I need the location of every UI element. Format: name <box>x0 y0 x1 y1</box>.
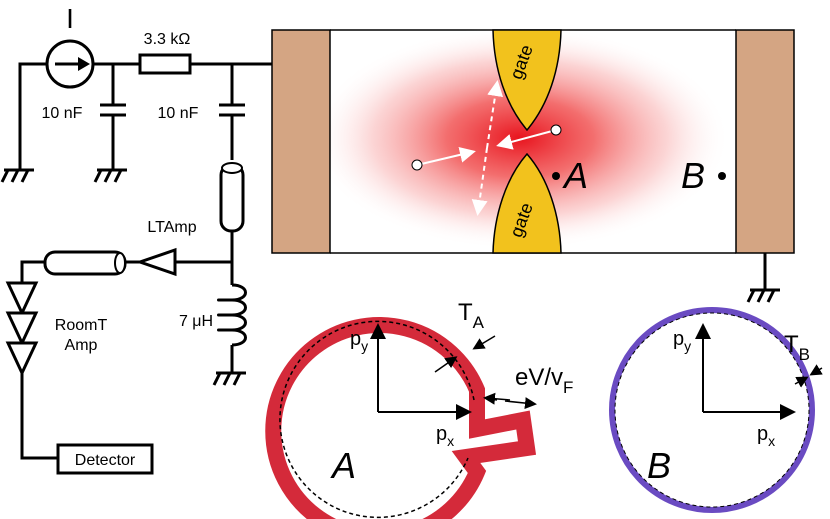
fermi-a-t: T <box>458 299 473 326</box>
fermi-a-t-sub: A <box>473 313 485 332</box>
ground-icon <box>0 168 34 183</box>
capacitor-1-label: 10 nF <box>42 105 83 122</box>
lt-amp-label: LTAmp <box>147 219 196 236</box>
fermi-b-py: p <box>673 328 684 350</box>
svg-text:eV/vF: eV/vF <box>515 364 573 397</box>
capacitor-2 <box>219 103 245 117</box>
svg-text:TB: TB <box>784 331 810 364</box>
fermi-surface-b: py px TB B <box>609 307 823 513</box>
current-label: I <box>66 3 74 34</box>
point-a-dot <box>552 172 560 180</box>
circuit: I 3.3 kΩ 10 nF <box>0 3 272 475</box>
fermi-a-ev: eV/v <box>515 364 563 391</box>
svg-text:py: py <box>673 328 691 354</box>
svg-text:px: px <box>757 423 775 449</box>
svg-text:TA: TA <box>458 299 485 332</box>
fermi-a-px: p <box>436 423 447 445</box>
top-gate <box>492 29 562 132</box>
ground-icon <box>212 371 246 386</box>
fermi-a-py-sub: y <box>361 338 368 354</box>
fermi-b-t: T <box>784 331 799 358</box>
fermi-b-py-sub: y <box>684 338 691 354</box>
inductor <box>217 283 247 347</box>
detector-box <box>56 443 154 475</box>
ground-icon <box>746 288 780 303</box>
fermi-b-px-sub: x <box>768 433 775 449</box>
device: gate gate A B <box>271 26 795 303</box>
fermi-a-py: p <box>350 328 361 350</box>
bottom-gate <box>492 152 562 254</box>
fermi-b-big-label: B <box>647 445 671 486</box>
ground-icon <box>93 168 127 183</box>
resistor-label: 3.3 kΩ <box>144 31 191 48</box>
lt-amplifier <box>135 247 177 277</box>
coax-horizontal <box>43 250 127 276</box>
inductor-label: 7 μH <box>179 313 213 330</box>
room-amp-label-line1: RoomT <box>55 317 108 334</box>
fermi-surface-a: py px TA eV/vF A <box>265 299 573 519</box>
fermi-a-px-sub: x <box>447 433 454 449</box>
fermi-a-big-label: A <box>330 445 356 486</box>
electron-trajectories <box>411 80 562 216</box>
coax-vertical <box>219 162 245 233</box>
right-contact <box>735 29 795 254</box>
resistor <box>138 53 192 75</box>
detector-label: Detector <box>75 452 136 469</box>
room-temperature-amplifier <box>5 281 39 377</box>
point-b-dot <box>718 172 726 180</box>
capacitor-2-label: 10 nF <box>158 105 199 122</box>
left-contact <box>271 29 331 254</box>
current-source: I <box>45 3 95 89</box>
point-b-label: B <box>681 155 705 196</box>
svg-text:py: py <box>350 328 368 354</box>
hot-electron-region <box>310 26 730 250</box>
svg-text:px: px <box>436 423 454 449</box>
fermi-b-t-sub: B <box>799 345 810 364</box>
fermi-b-px: p <box>757 423 768 445</box>
point-a-label: A <box>562 155 588 196</box>
capacitor-1 <box>100 103 126 117</box>
room-amp-label-line2: Amp <box>65 337 98 354</box>
fermi-a-ev-sub: F <box>563 378 573 397</box>
